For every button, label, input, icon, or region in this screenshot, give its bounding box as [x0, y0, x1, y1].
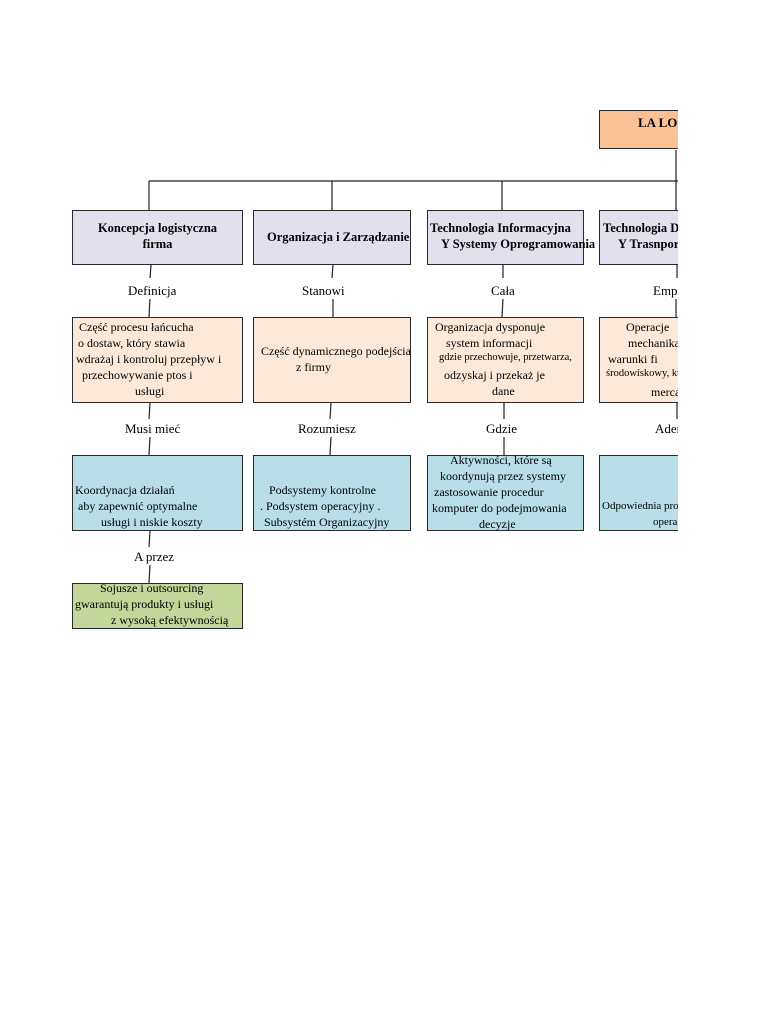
detail-3-line-4: komputer do podejmowania	[432, 501, 567, 515]
header-4-line-2: Y Trasnpor	[618, 237, 678, 251]
definition-4-line-5: merca	[651, 385, 678, 399]
link-label-1b: Musi mieć	[125, 421, 181, 437]
detail-4-line-2: opera	[653, 516, 678, 528]
detail-3-line-1: Aktywności, które są	[450, 453, 552, 467]
link-label-2b: Rozumiesz	[298, 421, 356, 437]
detail-box-1: Koordynacja działań aby zapewnić optymal…	[72, 455, 243, 531]
definition-4-line-2: mechanika	[628, 336, 678, 350]
link-label-2a: Stanowi	[302, 283, 345, 299]
extra-1-line-2: gwarantują produkty i usługi	[75, 597, 214, 611]
extra-box-1: Sojusze i outsourcing gwarantują produkt…	[72, 581, 243, 629]
definition-box-4: Operacje mechanika warunki fi środowisko…	[599, 317, 678, 403]
detail-3-line-2: koordynują przez systemy	[440, 469, 566, 483]
detail-2-line-2: . Podsystem operacyjny .	[260, 499, 381, 513]
link-label-4a: Empl	[653, 283, 678, 299]
definition-3-line-1: Organizacja dysponuje	[435, 320, 546, 334]
header-box-2: Organizacja i Zarządzanie	[253, 210, 411, 265]
detail-1-line-2: aby zapewnić optymalne	[78, 499, 198, 513]
header-box-4: Technologia De Y Trasnpor	[599, 210, 678, 265]
title-text: LA LOGI	[638, 115, 678, 130]
detail-box-4: Odpowiednia prote opera	[599, 455, 678, 531]
detail-box-2: Podsystemy kontrolne . Podsystem operacy…	[253, 455, 411, 531]
detail-2-line-1: Podsystemy kontrolne	[269, 483, 376, 497]
header-3-line-1: Technologia Informacyjna	[430, 221, 571, 235]
header-box-3: Technologia Informacyjna Y Systemy Oprog…	[427, 210, 596, 265]
detail-4-line-1: Odpowiednia prote	[602, 500, 678, 512]
detail-1-line-1: Koordynacja działań	[75, 483, 175, 497]
header-box-1: Koncepcja logistyczna firma	[72, 210, 243, 265]
extra-1-line-1: Sojusze i outsourcing	[100, 581, 204, 595]
link-label-1a: Definicja	[128, 283, 177, 299]
header-1-line-2: firma	[142, 237, 173, 251]
definition-2-line-2: z firmy	[296, 360, 331, 374]
link-label-3a: Cała	[491, 283, 515, 299]
diagram-canvas: LA LOGI Koncepcja logistyczna firma Orga…	[72, 110, 678, 629]
link-label-3b: Gdzie	[486, 421, 518, 437]
header-3-line-2: Y Systemy Oprogramowania	[441, 237, 596, 251]
title-box: LA LOGI	[599, 110, 678, 149]
detail-3-line-3: zastosowanie procedur	[434, 485, 544, 499]
header-2-line-1: Organizacja i Zarządzanie	[267, 230, 410, 244]
definition-box-1: Część procesu łańcucha o dostaw, który s…	[72, 317, 243, 403]
detail-2-line-3: Subsystém Organizacyjny	[264, 515, 390, 529]
link-label-1c: A przez	[134, 549, 175, 565]
definition-3-line-5: dane	[492, 384, 515, 398]
detail-box-3: Aktywności, które są koordynują przez sy…	[427, 453, 584, 531]
definition-3-line-2: system informacji	[446, 336, 533, 350]
definition-1-line-5: usługi	[135, 384, 165, 398]
header-4-line-1: Technologia De	[603, 221, 678, 235]
extra-1-line-3: z wysoką efektywnością	[111, 613, 229, 627]
definition-box-3: Organizacja dysponuje system informacji …	[427, 317, 584, 403]
detail-1-line-3: usługi i niskie koszty	[101, 515, 203, 529]
definition-3-line-4: odzyskaj i przekaż je	[444, 368, 545, 382]
definition-4-line-3: warunki fi	[608, 352, 658, 366]
definition-2-line-1: Część dynamicznego podejścia	[261, 344, 411, 358]
definition-1-line-4: przechowywanie ptos i	[82, 368, 193, 382]
definition-box-2: Część dynamicznego podejścia z firmy	[253, 317, 411, 403]
link-label-4b: Adem	[655, 421, 678, 437]
definition-4-line-4: środowiskowy, który	[606, 368, 678, 379]
definition-3-line-3: gdzie przechowuje, przetwarza,	[439, 352, 572, 363]
header-1-line-1: Koncepcja logistyczna	[97, 221, 218, 235]
definition-1-line-2: o dostaw, który stawia	[78, 336, 186, 350]
detail-3-line-5: decyzje	[479, 517, 516, 531]
definition-4-line-1: Operacje	[626, 320, 670, 334]
definition-1-line-1: Część procesu łańcucha	[79, 320, 194, 334]
definition-1-line-3: wdrażaj i kontroluj przepływ i	[76, 352, 222, 366]
connector-lines	[148, 150, 678, 584]
